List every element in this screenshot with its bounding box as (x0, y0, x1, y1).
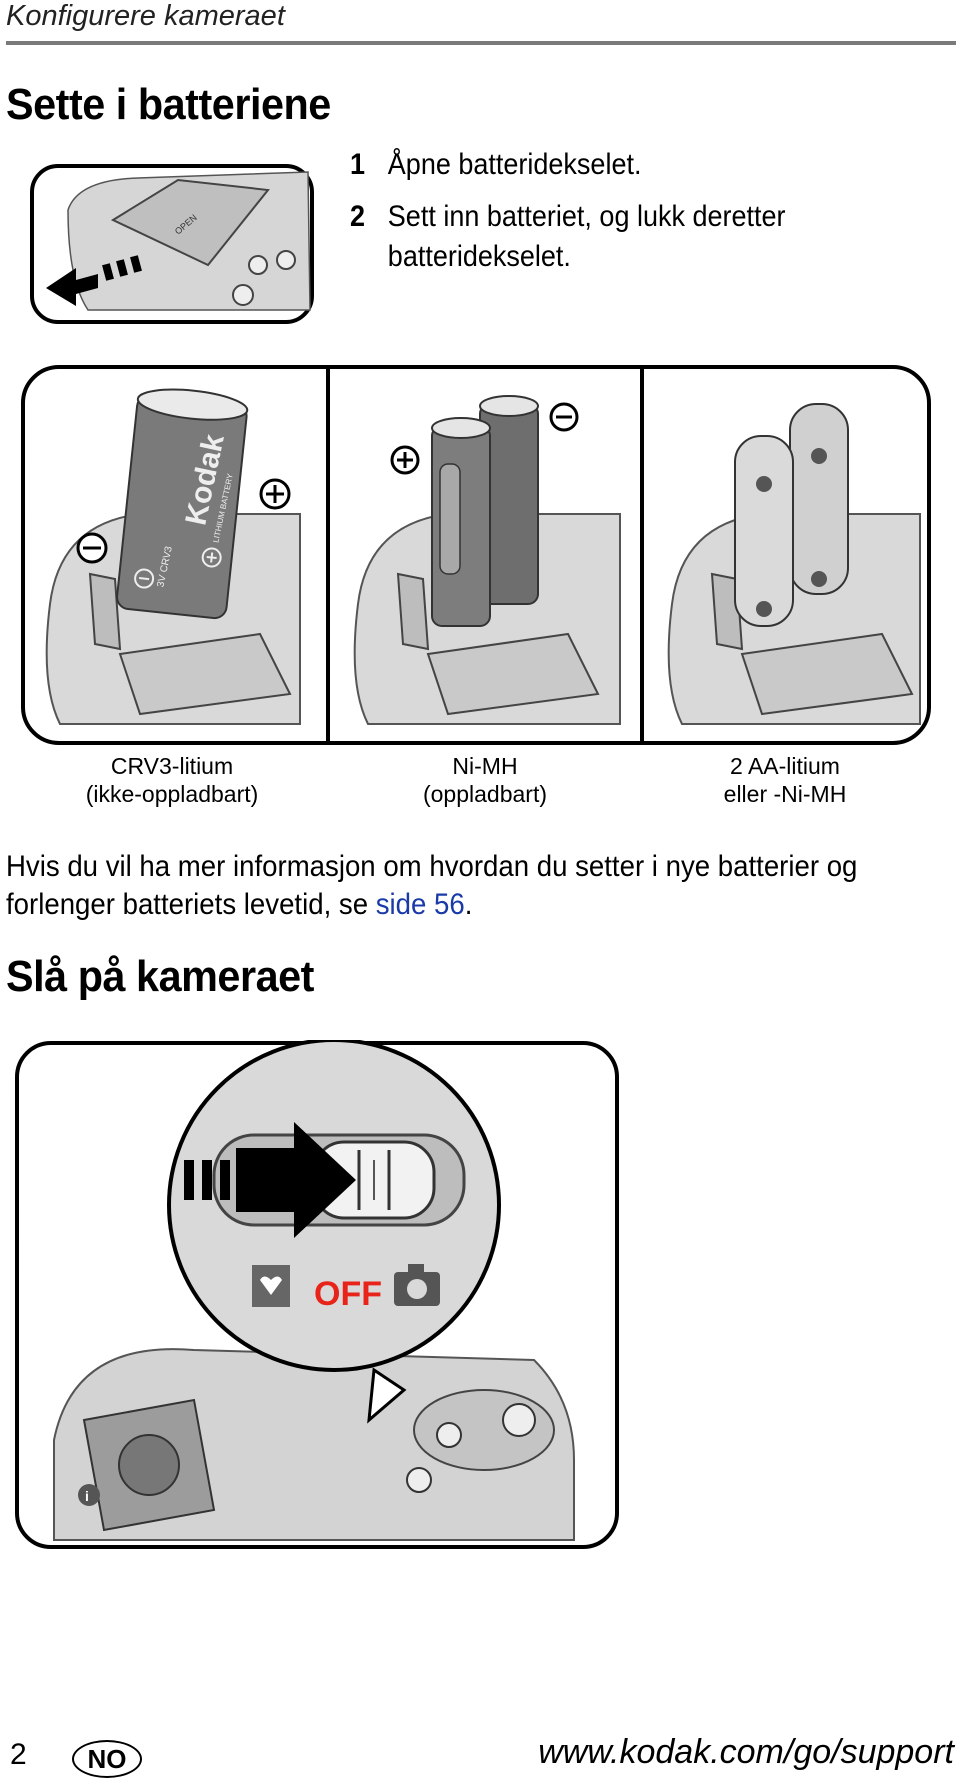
step-text-line2: batteridekselet. (387, 240, 571, 273)
minus-icon (76, 532, 108, 564)
caption-nimh: Ni-MH (oppladbart) (365, 752, 605, 808)
section-title-power-on: Slå på kameraet (6, 952, 314, 1001)
paragraph-text: forlenger batteriets levetid, se (6, 888, 376, 921)
camera-icon (394, 1264, 440, 1306)
caption-line: 2 AA-litium (730, 753, 840, 779)
step-text: Åpne batteridekselet. (387, 148, 642, 181)
page-number: 2 (10, 1738, 27, 1771)
favorite-icon (252, 1265, 290, 1307)
header-rule (6, 41, 956, 45)
caption-line: CRV3-litium (110, 753, 234, 779)
caption-line: (ikke-oppladbart) (85, 781, 259, 807)
step-text-line1: Sett inn batteriet, og lukk deretter (387, 200, 786, 233)
battery-door-illustration: OPEN (30, 164, 314, 324)
caption-line: (oppladbart) (422, 781, 548, 807)
plus-icon (259, 478, 291, 510)
caption-line: Ni-MH (452, 753, 518, 779)
power-switch-illustration: i OFF (15, 1040, 619, 1549)
paragraph-text: . (464, 888, 473, 921)
off-label: OFF (314, 1275, 382, 1313)
battery-types-illustration: Kodak LITHIUM BATTERY 3V CRV3 (21, 365, 931, 745)
caption-crv3: CRV3-litium (ikke-oppladbart) (52, 752, 292, 808)
page-link[interactable]: side 56 (375, 888, 465, 921)
section-title-insert-batteries: Sette i batteriene (6, 80, 331, 129)
support-url[interactable]: www.kodak.com/go/support (538, 1733, 954, 1771)
step-number: 2 (350, 200, 366, 233)
minus-icon (549, 402, 579, 432)
nimh-battery-panel (353, 395, 621, 725)
crv3-battery: Kodak LITHIUM BATTERY 3V CRV3 (116, 388, 249, 620)
battery-info-paragraph: Hvis du vil ha mer informasjon om hvorda… (6, 848, 871, 924)
caption-line: eller -Ni-MH (723, 781, 847, 807)
arrow-right-icon (184, 1122, 356, 1238)
paragraph-line: Hvis du vil ha mer informasjon om hvorda… (6, 850, 858, 883)
info-icon: i (78, 1484, 100, 1506)
nimh-battery (431, 395, 539, 627)
step-number: 1 (350, 148, 366, 181)
svg-text:i: i (85, 1488, 89, 1504)
running-header: Konfigurere kameraet (6, 0, 285, 32)
aa-battery-panel (667, 403, 921, 725)
crv3-battery-panel: Kodak LITHIUM BATTERY 3V CRV3 (45, 388, 301, 725)
plus-icon (390, 445, 420, 475)
language-badge: NO (72, 1740, 142, 1778)
caption-aa: 2 AA-litium eller -Ni-MH (665, 752, 905, 808)
aa-batteries (734, 403, 849, 627)
paragraph-line: forlenger batteriets levetid, se side 56… (6, 886, 871, 924)
